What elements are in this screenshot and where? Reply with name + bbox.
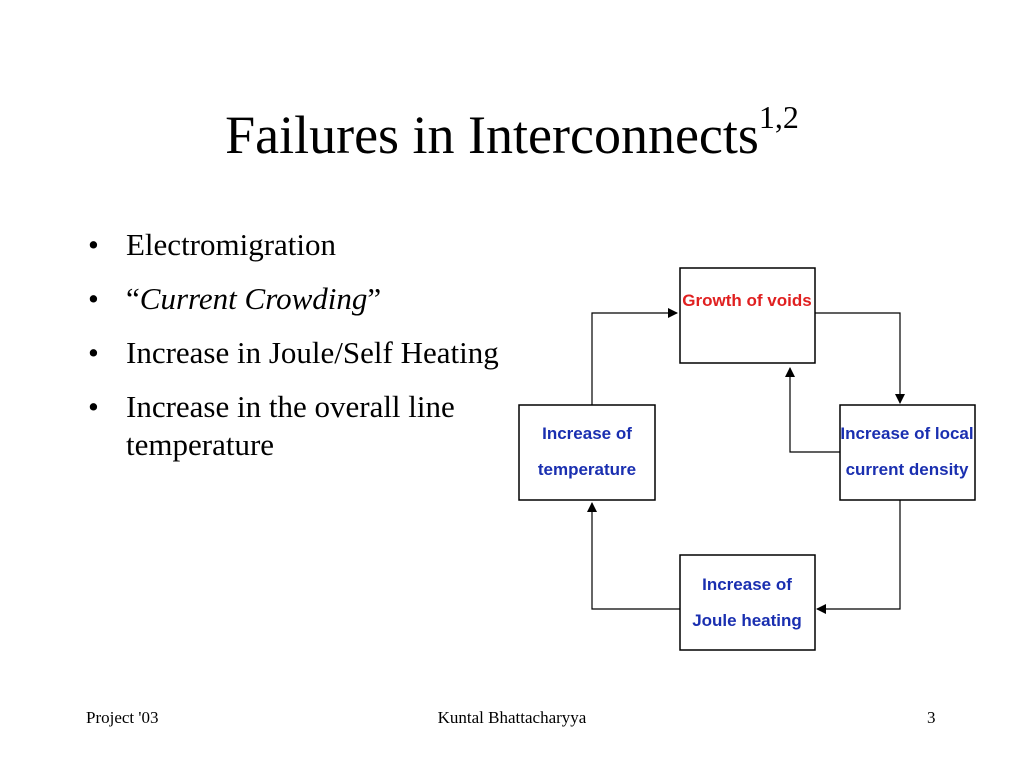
node-growth-of-voids: Growth of voids bbox=[679, 267, 816, 364]
node-label-line1: Increase of local bbox=[840, 424, 973, 443]
node-label-line1: Increase of bbox=[702, 575, 792, 594]
footer-project: Project '03 bbox=[86, 708, 159, 727]
connector-current-to-joule bbox=[816, 500, 901, 614]
connector-temperature-to-growth bbox=[591, 308, 678, 405]
bullet-dot: • bbox=[88, 227, 99, 262]
bullet-text: Current Crowding bbox=[139, 281, 368, 316]
connector-joule-to-temperature bbox=[587, 502, 680, 610]
node-joule-heating: Increase of Joule heating bbox=[679, 554, 816, 651]
bullet-item-line-temperature: • Increase in the overall line temperatu… bbox=[86, 388, 506, 464]
node-label-line2: Joule heating bbox=[692, 611, 802, 630]
node-local-current-density: Increase of local current density bbox=[839, 404, 976, 501]
footer-page-number: 3 bbox=[927, 708, 936, 727]
slide-title: Failures in Interconnects1,2 bbox=[0, 100, 1024, 170]
title-superscript: 1,2 bbox=[758, 99, 799, 135]
footer-author: Kuntal Bhattacharyya bbox=[437, 708, 587, 727]
connector-current-to-growth bbox=[785, 367, 840, 453]
node-label-line2: temperature bbox=[538, 460, 636, 479]
bullet-text: Increase in the overall line temperature bbox=[126, 389, 455, 462]
node-label-line2: current density bbox=[846, 460, 969, 479]
node-temperature: Increase of temperature bbox=[518, 404, 656, 501]
bullet-dot: • bbox=[88, 389, 99, 424]
bullet-item-joule-heating: • Increase in Joule/Self Heating bbox=[86, 334, 506, 372]
node-label-line1: Increase of bbox=[542, 424, 632, 443]
close-quote: ” bbox=[367, 281, 382, 316]
bullet-dot: • bbox=[88, 281, 99, 316]
bullet-text: Increase in Joule/Self Heating bbox=[126, 335, 499, 370]
title-text: Failures in Interconnects bbox=[225, 105, 759, 165]
bullet-item-current-crowding: • “Current Crowding” bbox=[86, 280, 506, 318]
feedback-loop-diagram: Growth of voids Increase of local curren… bbox=[518, 267, 976, 651]
bullet-item-electromigration: • Electromigration bbox=[86, 226, 506, 264]
bullet-text: Electromigration bbox=[126, 227, 337, 262]
node-label: Growth of voids bbox=[682, 291, 811, 310]
bullet-list: • Electromigration • “Current Crowding” … bbox=[86, 226, 506, 480]
connector-growth-to-current bbox=[815, 312, 905, 404]
open-quote: “ bbox=[126, 281, 140, 316]
bullet-dot: • bbox=[88, 335, 99, 370]
